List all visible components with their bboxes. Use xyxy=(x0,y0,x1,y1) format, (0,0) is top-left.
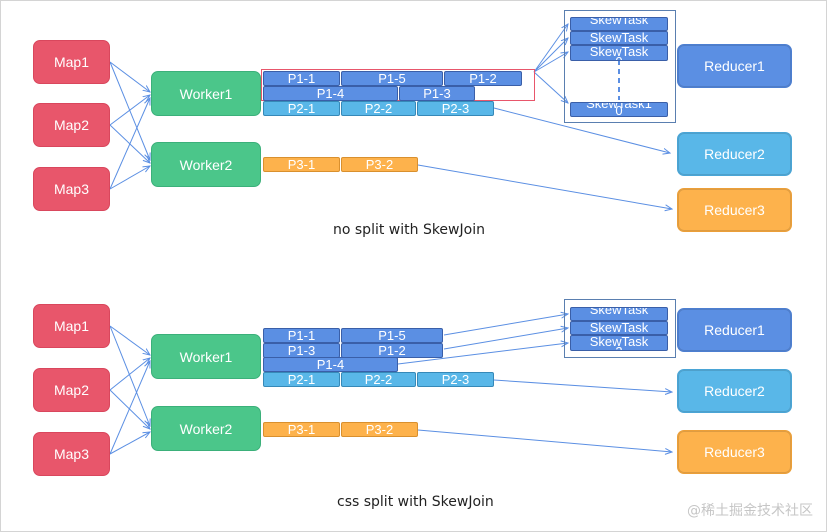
reducer1-node: Reducer1 xyxy=(677,44,792,88)
partition-p3-2: P3-2 xyxy=(341,157,418,172)
edge-bottom-skew-c xyxy=(397,343,568,365)
map2-node: Map2 xyxy=(33,368,110,412)
partition-p1-2: P1-2 xyxy=(341,343,443,358)
skew-task-group xyxy=(564,10,676,123)
watermark: @稀土掘金技术社区 xyxy=(687,503,813,519)
edge-map1-worker2-b xyxy=(109,325,150,426)
skew-task: SkewTask xyxy=(570,307,668,321)
partition-p3-2: P3-2 xyxy=(341,422,418,437)
partition-p2-2: P2-2 xyxy=(341,372,416,387)
reducer2-node: Reducer2 xyxy=(677,132,792,176)
partition-p2-1: P2-1 xyxy=(263,372,340,387)
partition-p2-3: P2-3 xyxy=(417,372,494,387)
skew-task: SkewTask0 xyxy=(570,45,668,61)
skew-task: SkewTask2 xyxy=(570,335,668,351)
edge-top-reducer3 xyxy=(417,164,672,209)
map1-node: Map1 xyxy=(33,304,110,348)
partition-p1-2: P1-2 xyxy=(444,71,522,86)
edge-map2-worker1 xyxy=(109,95,150,126)
partition-p1-1: P1-1 xyxy=(263,71,340,86)
reducer3-node: Reducer3 xyxy=(677,188,792,232)
edge-map3-worker2 xyxy=(109,166,150,190)
edge-bottom-skew-a xyxy=(443,314,568,336)
edge-map1-worker2 xyxy=(109,61,150,160)
edge-map3-worker1-b xyxy=(109,361,150,455)
reducer2-node: Reducer2 xyxy=(677,369,792,413)
edge-map3-worker1 xyxy=(109,98,150,190)
worker2-node: Worker2 xyxy=(151,142,261,187)
skew-task: SkewTask xyxy=(570,31,668,45)
edge-top-reducer2 xyxy=(493,107,670,153)
partition-p1-4: P1-4 xyxy=(263,357,398,372)
partition-p2-3: P2-3 xyxy=(417,101,494,116)
edge-top-skew-d xyxy=(533,71,568,103)
partition-p1-5: P1-5 xyxy=(341,328,443,343)
skew-task-group xyxy=(564,299,676,358)
edge-map2-worker1-b xyxy=(109,358,150,391)
partition-p1-1: P1-1 xyxy=(263,328,340,343)
map3-node: Map3 xyxy=(33,167,110,211)
edge-map1-worker1-b xyxy=(109,325,150,355)
worker1-node: Worker1 xyxy=(151,334,261,379)
partition-p3-1: P3-1 xyxy=(263,157,340,172)
partition-p3-1: P3-1 xyxy=(263,422,340,437)
partition-p2-2: P2-2 xyxy=(341,101,416,116)
partition-p1-5: P1-5 xyxy=(341,71,443,86)
edge-bottom-skew-b xyxy=(443,328,568,350)
partition-p1-4: P1-4 xyxy=(263,86,398,101)
partition-p1-3: P1-3 xyxy=(399,86,475,101)
partition-p1-3: P1-3 xyxy=(263,343,340,358)
top-caption: no split with SkewJoin xyxy=(333,222,485,238)
map1-node: Map1 xyxy=(33,40,110,84)
map2-node: Map2 xyxy=(33,103,110,147)
reducer3-node: Reducer3 xyxy=(677,430,792,474)
edge-map1-worker1 xyxy=(109,61,150,92)
worker1-node: Worker1 xyxy=(151,71,261,116)
skew-task: SkewTask xyxy=(570,17,668,31)
edge-top-skew-b xyxy=(533,38,568,73)
edge-map2-worker2-b xyxy=(109,389,150,429)
skew-highlight-box xyxy=(261,69,535,101)
map3-node: Map3 xyxy=(33,432,110,476)
bottom-caption: css split with SkewJoin xyxy=(337,494,494,510)
skew-task: SkewTask xyxy=(570,321,668,335)
edge-top-skew-c xyxy=(533,52,568,73)
partition-p2-1: P2-1 xyxy=(263,101,340,116)
reducer1-node: Reducer1 xyxy=(677,308,792,352)
edge-bottom-reducer3 xyxy=(417,429,672,452)
edge-bottom-reducer2 xyxy=(493,379,672,392)
edge-map3-worker2-b xyxy=(109,432,150,455)
edge-top-skew-a xyxy=(533,24,568,73)
worker2-node: Worker2 xyxy=(151,406,261,451)
